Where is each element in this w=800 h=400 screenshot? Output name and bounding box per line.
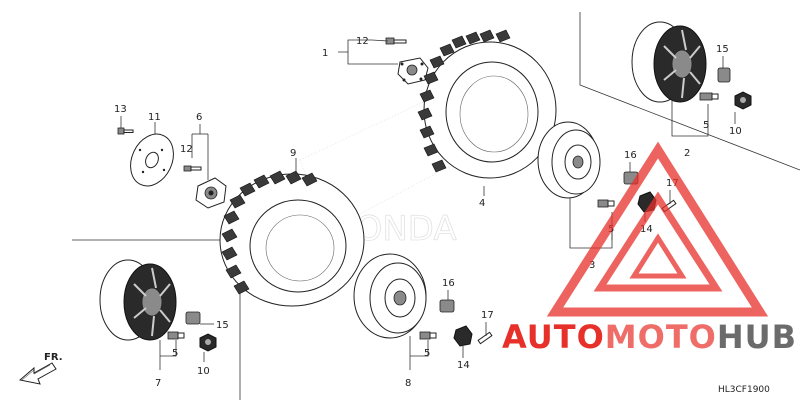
callout-2: 2 xyxy=(684,148,690,159)
callout-3: 3 xyxy=(589,260,595,271)
callout-6: 6 xyxy=(196,112,202,123)
callout-5-left: 5 xyxy=(172,348,178,359)
callout-16-right: 16 xyxy=(624,150,637,161)
nut-10-top xyxy=(734,91,752,110)
divider-top-right xyxy=(579,12,800,171)
callout-14-right: 14 xyxy=(640,224,653,235)
callout-5-top: 5 xyxy=(703,120,709,131)
wordmark-moto: MOTO xyxy=(605,318,717,356)
valve-5-top xyxy=(699,92,719,101)
callout-4: 4 xyxy=(479,198,485,209)
callout-12-top: 12 xyxy=(356,36,369,47)
cap-15-left xyxy=(185,311,201,325)
valve-14-mid xyxy=(453,325,473,347)
alloy-rim-7 xyxy=(99,259,177,341)
callout-5-mid: 5 xyxy=(424,348,430,359)
alloy-rim-2 xyxy=(631,21,707,103)
wordmark-auto: AUTO xyxy=(502,318,605,356)
callout-12-left: 12 xyxy=(180,144,193,155)
callout-15-top: 15 xyxy=(716,44,729,55)
valve-5-mid xyxy=(419,331,437,340)
callout-10-left: 10 xyxy=(197,366,210,377)
weight-17-mid xyxy=(477,331,493,345)
callout-15-left: 15 xyxy=(216,320,229,331)
callout-8: 8 xyxy=(405,378,411,389)
front-direction-arrow: FR. xyxy=(18,352,63,385)
disc-cover-11 xyxy=(130,133,174,187)
nut-10-left xyxy=(199,333,217,352)
callout-numbers: 1 12 6 12 11 13 9 4 3 5 16 14 17 2 5 15 … xyxy=(114,36,742,389)
callout-16-mid: 16 xyxy=(442,278,455,289)
bolt-12-left xyxy=(183,165,202,172)
automotohub-wordmark: AUTOMOTOHUB xyxy=(502,318,797,356)
callout-11: 11 xyxy=(148,112,161,123)
diagram-code: HL3CF1900 xyxy=(718,385,770,395)
bolt-13 xyxy=(117,127,134,135)
bolt-12-top xyxy=(385,37,407,45)
automotohub-logo xyxy=(546,141,769,317)
hub-flange-1 xyxy=(397,57,429,85)
cap-15-top xyxy=(717,67,731,83)
callout-17-mid: 17 xyxy=(481,310,494,321)
callout-13: 13 xyxy=(114,104,127,115)
callout-17-right: 17 xyxy=(666,178,679,189)
callout-1: 1 xyxy=(322,48,328,59)
svg-text:AUTOMOTOHUB: AUTOMOTOHUB xyxy=(502,318,797,356)
tire-front-9 xyxy=(219,170,365,307)
steel-rim-3 xyxy=(537,121,601,199)
valve-5-right xyxy=(597,199,615,208)
callout-14-mid: 14 xyxy=(457,360,470,371)
callout-7: 7 xyxy=(155,378,161,389)
cap-16-mid xyxy=(439,299,455,313)
steel-rim-8 xyxy=(353,253,427,339)
wordmark-hub: HUB xyxy=(717,318,797,356)
fr-label: FR. xyxy=(44,352,63,363)
callout-9: 9 xyxy=(290,148,296,159)
tire-rear-4 xyxy=(417,29,557,179)
hub-6 xyxy=(195,177,227,209)
valve-5-left xyxy=(167,331,185,340)
callout-10-top: 10 xyxy=(729,126,742,137)
